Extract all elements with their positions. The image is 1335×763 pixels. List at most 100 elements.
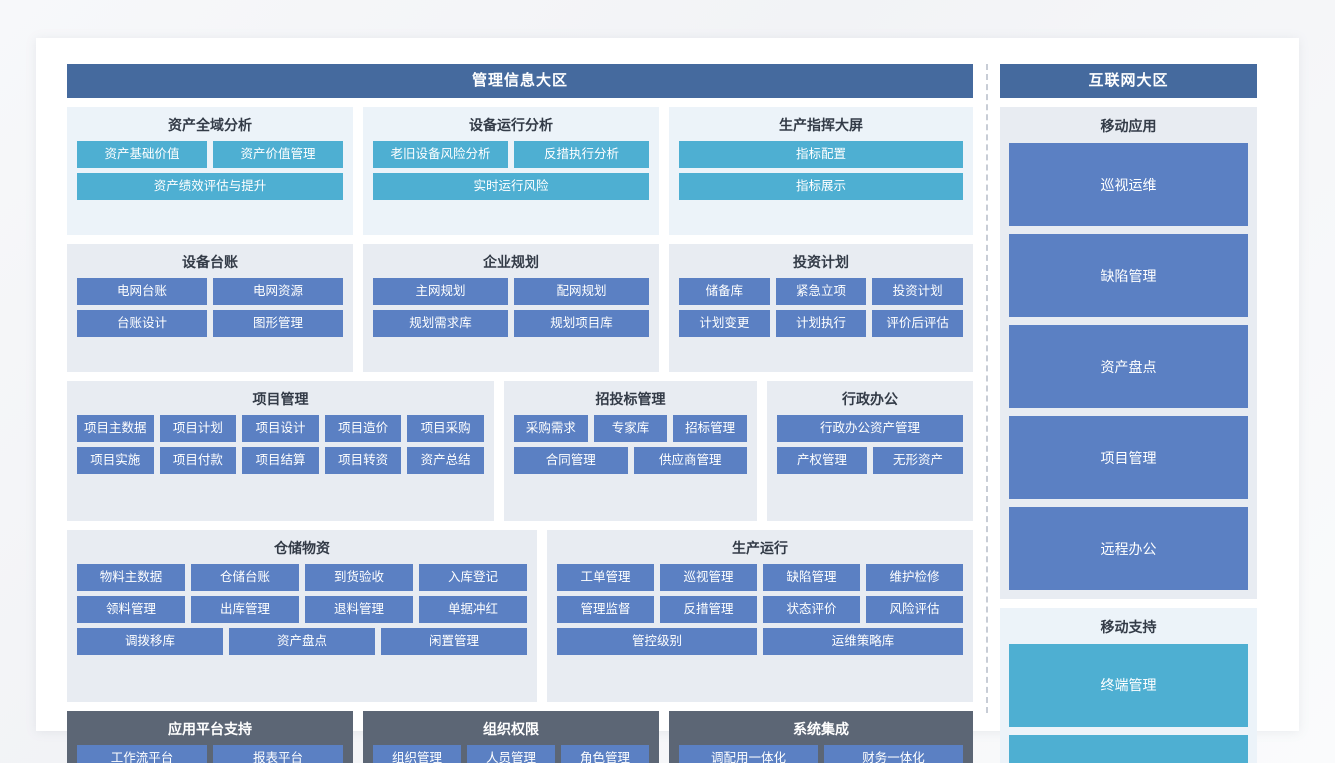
group-title: 项目管理 <box>252 391 309 407</box>
tile-grid: 储备库紧急立项投资计划计划变更计划执行评价后评估 <box>679 278 964 363</box>
module-tile[interactable]: 产权管理 <box>777 447 867 474</box>
module-tile[interactable]: 反措执行分析 <box>514 141 649 168</box>
module-tile[interactable]: 规划项目库 <box>514 310 649 337</box>
tile-row: 采购需求专家库招标管理 <box>514 415 748 442</box>
module-tile[interactable]: 项目设计 <box>242 415 319 442</box>
tile-grid: 指标配置指标展示 <box>679 141 963 226</box>
group-title: 组织权限 <box>483 721 539 737</box>
module-tile[interactable]: 闲置管理 <box>381 628 527 655</box>
module-tile[interactable]: 计划执行 <box>775 310 867 337</box>
module-tile[interactable]: 管理监督 <box>557 596 654 623</box>
module-tile[interactable]: 管控级别 <box>557 628 757 655</box>
module-tile[interactable]: 运维策略库 <box>763 628 963 655</box>
tile-row: 工作流平台报表平台 <box>77 745 343 763</box>
module-tile[interactable]: 配网规划 <box>514 278 649 305</box>
module-tile[interactable]: 调配用一体化 <box>679 745 818 763</box>
architecture-row: 设备台账电网台账电网资源台账设计图形管理企业规划主网规划配网规划规划需求库规划项… <box>67 244 973 372</box>
module-tile[interactable]: 物料主数据 <box>77 564 185 591</box>
module-tile[interactable]: 项目结算 <box>242 447 319 474</box>
module-tile[interactable]: 招标管理 <box>673 415 748 442</box>
module-tile[interactable]: 项目造价 <box>324 415 402 442</box>
module-tile[interactable]: 老旧设备风险分析 <box>373 141 508 168</box>
internet-module-tile[interactable]: 巡视运维 <box>1009 143 1248 226</box>
module-tile[interactable]: 主网规划 <box>373 278 508 305</box>
architecture-board: 管理信息大区 资产全域分析资产基础价值资产价值管理资产绩效评估与提升设备运行分析… <box>67 64 1268 763</box>
module-tile[interactable]: 到货验收 <box>305 564 413 591</box>
tile-grid: 物料主数据仓储台账到货验收入库登记领料管理出库管理退料管理单据冲红调拨移库资产盘… <box>77 564 527 693</box>
module-tile[interactable]: 单据冲红 <box>419 596 527 623</box>
module-tile[interactable]: 指标配置 <box>679 141 963 168</box>
module-tile[interactable]: 合同管理 <box>514 447 628 474</box>
tile-grid: 工单管理巡视管理缺陷管理维护检修管理监督反措管理状态评价风险评估管控级别运维策略… <box>557 564 963 693</box>
module-tile[interactable]: 工作流平台 <box>77 745 207 763</box>
module-tile[interactable]: 计划变更 <box>679 310 770 337</box>
module-tile[interactable]: 状态评价 <box>763 596 860 623</box>
internet-module-tile[interactable]: 终端管理 <box>1009 644 1248 727</box>
module-tile[interactable]: 项目实施 <box>77 447 154 474</box>
module-tile[interactable]: 项目转资 <box>324 447 402 474</box>
module-tile[interactable]: 入库登记 <box>419 564 527 591</box>
module-tile[interactable]: 电网台账 <box>77 278 207 305</box>
tile-row: 组织管理人员管理角色管理 <box>373 745 649 763</box>
module-tile[interactable]: 维护检修 <box>866 564 963 591</box>
module-tile[interactable]: 行政办公资产管理 <box>777 415 963 442</box>
tile-row: 规划需求库规划项目库 <box>373 310 649 337</box>
module-tile[interactable]: 储备库 <box>679 278 770 305</box>
module-tile[interactable]: 资产绩效评估与提升 <box>77 173 343 200</box>
module-tile[interactable]: 项目采购 <box>407 415 484 442</box>
internet-group-title: 移动支持 <box>1100 619 1157 635</box>
internet-module-tile[interactable]: 资产盘点 <box>1009 325 1248 408</box>
module-tile[interactable]: 人员管理 <box>467 745 555 763</box>
module-tile[interactable]: 实时运行风险 <box>373 173 649 200</box>
module-tile[interactable]: 巡视管理 <box>660 564 757 591</box>
internet-group-panel: 移动应用巡视运维缺陷管理资产盘点项目管理远程办公 <box>1000 107 1257 599</box>
internet-zone: 互联网大区 移动应用巡视运维缺陷管理资产盘点项目管理远程办公移动支持终端管理安全… <box>1000 64 1257 763</box>
module-tile[interactable]: 资产价值管理 <box>213 141 343 168</box>
management-zone-header: 管理信息大区 <box>67 64 973 98</box>
module-tile[interactable]: 工单管理 <box>557 564 654 591</box>
module-tile[interactable]: 紧急立项 <box>775 278 867 305</box>
module-tile[interactable]: 项目主数据 <box>77 415 154 442</box>
internet-module-tile[interactable]: 安全管理 <box>1009 734 1248 763</box>
module-tile[interactable]: 反措管理 <box>660 596 757 623</box>
module-tile[interactable]: 指标展示 <box>679 173 963 200</box>
module-tile[interactable]: 规划需求库 <box>373 310 508 337</box>
module-tile[interactable]: 资产盘点 <box>229 628 375 655</box>
module-tile[interactable]: 调拨移库 <box>77 628 223 655</box>
module-tile[interactable]: 投资计划 <box>872 278 964 305</box>
internet-module-tile[interactable]: 缺陷管理 <box>1009 234 1248 317</box>
module-tile[interactable]: 财务一体化 <box>824 745 963 763</box>
module-tile[interactable]: 资产总结 <box>407 447 484 474</box>
module-tile[interactable]: 报表平台 <box>213 745 343 763</box>
module-tile[interactable]: 图形管理 <box>213 310 343 337</box>
module-tile[interactable]: 项目付款 <box>159 447 237 474</box>
module-tile[interactable]: 组织管理 <box>373 745 461 763</box>
internet-module-tile[interactable]: 项目管理 <box>1009 416 1248 499</box>
module-tile[interactable]: 仓储台账 <box>191 564 299 591</box>
architecture-row: 仓储物资物料主数据仓储台账到货验收入库登记领料管理出库管理退料管理单据冲红调拨移… <box>67 530 973 702</box>
internet-module-tile[interactable]: 远程办公 <box>1009 507 1248 590</box>
module-tile[interactable]: 退料管理 <box>305 596 413 623</box>
module-tile[interactable]: 资产基础价值 <box>77 141 207 168</box>
module-tile[interactable]: 出库管理 <box>191 596 299 623</box>
module-tile[interactable]: 角色管理 <box>561 745 649 763</box>
tile-row: 计划变更计划执行评价后评估 <box>679 310 964 337</box>
module-tile[interactable]: 评价后评估 <box>872 310 964 337</box>
module-tile[interactable]: 风险评估 <box>866 596 963 623</box>
module-tile[interactable]: 领料管理 <box>77 596 185 623</box>
group-panel: 设备运行分析老旧设备风险分析反措执行分析实时运行风险 <box>363 107 659 235</box>
module-tile[interactable]: 电网资源 <box>213 278 343 305</box>
internet-group-panel: 移动支持终端管理安全管理 <box>1000 608 1257 763</box>
module-tile[interactable]: 项目计划 <box>159 415 237 442</box>
module-tile[interactable]: 无形资产 <box>873 447 963 474</box>
group-panel: 应用平台支持工作流平台报表平台GIS平台移动平台 <box>67 711 353 763</box>
group-panel: 仓储物资物料主数据仓储台账到货验收入库登记领料管理出库管理退料管理单据冲红调拨移… <box>67 530 537 702</box>
module-tile[interactable]: 采购需求 <box>514 415 588 442</box>
module-tile[interactable]: 专家库 <box>593 415 668 442</box>
module-tile[interactable]: 台账设计 <box>77 310 207 337</box>
module-tile[interactable]: 供应商管理 <box>633 447 747 474</box>
tile-grid: 资产基础价值资产价值管理资产绩效评估与提升 <box>77 141 343 226</box>
group-panel: 项目管理项目主数据项目计划项目设计项目造价项目采购项目实施项目付款项目结算项目转… <box>67 381 494 521</box>
module-tile[interactable]: 缺陷管理 <box>763 564 860 591</box>
internet-zone-groups: 移动应用巡视运维缺陷管理资产盘点项目管理远程办公移动支持终端管理安全管理 <box>1000 107 1257 763</box>
